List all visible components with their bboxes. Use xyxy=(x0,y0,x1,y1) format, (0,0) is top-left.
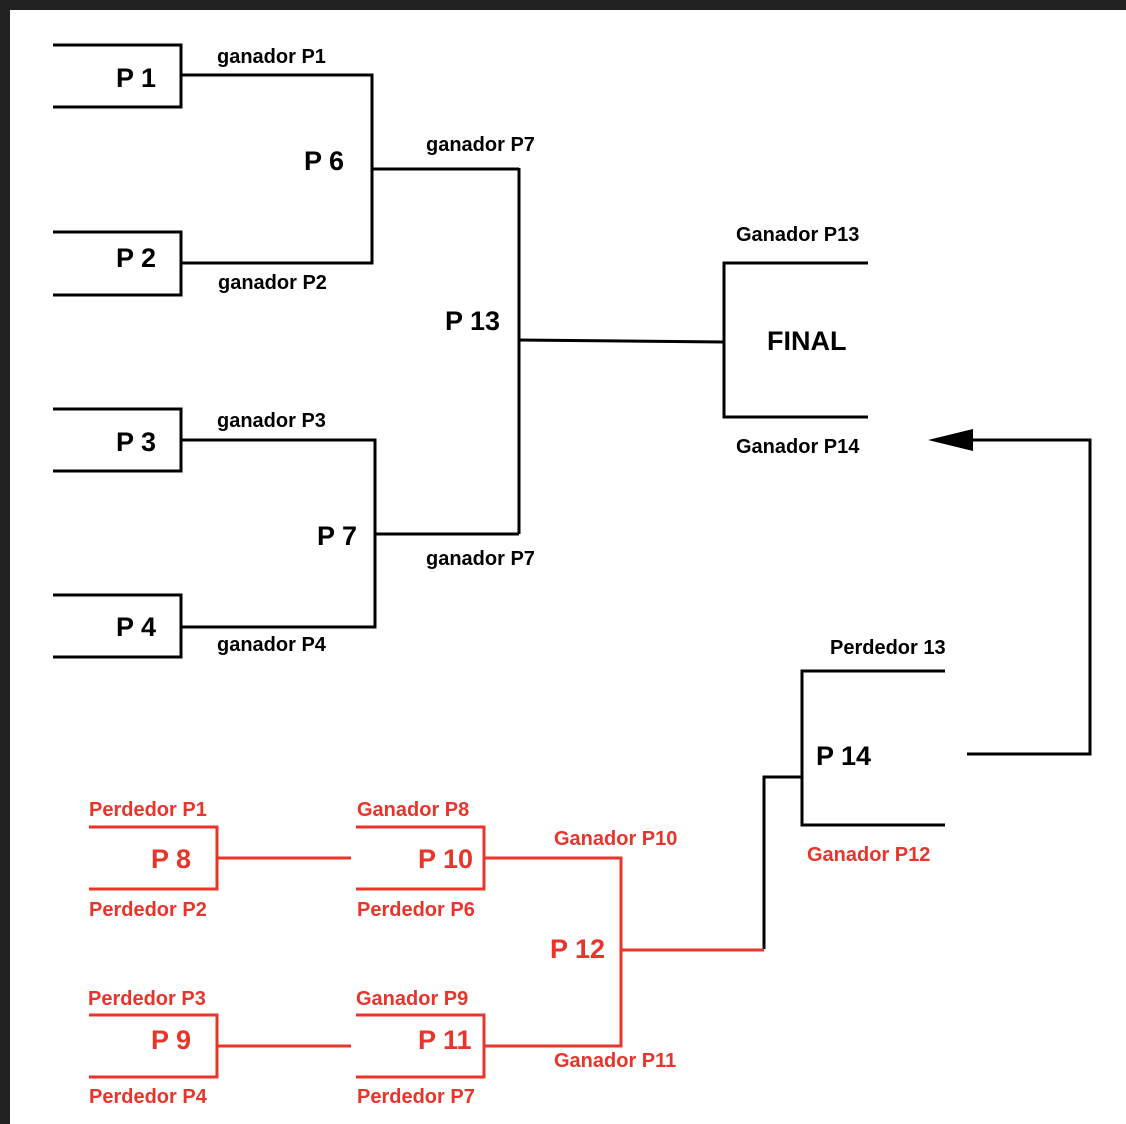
perdedor-p2-label: Perdedor P2 xyxy=(89,899,207,921)
perdedor-p6-label: Perdedor P6 xyxy=(357,899,475,921)
p8-label: P 8 xyxy=(151,844,191,874)
p3-label: P 3 xyxy=(116,427,156,457)
final-top-label: Ganador P13 xyxy=(736,224,859,246)
p13-to-final-line xyxy=(518,338,725,344)
ganador-p9-label: Ganador P9 xyxy=(356,988,468,1010)
p13-label: P 13 xyxy=(445,306,500,336)
perdedor-p7-label: Perdedor P7 xyxy=(357,1086,475,1108)
ganador-p1-label: ganador P1 xyxy=(217,46,326,68)
perdedor-p4-label: Perdedor P4 xyxy=(89,1086,208,1108)
p6-label: P 6 xyxy=(304,146,344,176)
ganador-p7-label: ganador P7 xyxy=(426,548,535,570)
p11-label: P 11 xyxy=(418,1025,472,1055)
perdedor-p1-label: Perdedor P1 xyxy=(89,799,207,821)
final-label: FINAL xyxy=(767,326,846,356)
ganador-p10-label: Ganador P10 xyxy=(554,828,677,850)
tournament-bracket-diagram: P 1 P 2 P 3 P 4 P 6 P 7 P 13 FINAL P 14 … xyxy=(53,43,1092,1108)
p10-label: P 10 xyxy=(418,844,473,874)
p7-label: P 7 xyxy=(317,521,357,551)
bracket-canvas: P 1 P 2 P 3 P 4 P 6 P 7 P 13 FINAL P 14 … xyxy=(10,10,1126,1124)
final-bracket xyxy=(722,261,868,419)
ganador-p4-label: ganador P4 xyxy=(217,634,327,656)
ganador-p2-label: ganador P2 xyxy=(218,272,327,294)
p4-label: P 4 xyxy=(116,612,156,642)
perdedor-p3-label: Perdedor P3 xyxy=(88,988,206,1010)
ganador-p6-label: ganador P7 xyxy=(426,134,535,156)
ganador-p12-label: Ganador P12 xyxy=(807,844,930,866)
p1-label: P 1 xyxy=(116,63,156,93)
p9-label: P 9 xyxy=(151,1025,191,1055)
final-bottom-label: Ganador P14 xyxy=(736,436,860,458)
p14-bracket xyxy=(800,669,945,827)
p2-label: P 2 xyxy=(116,243,156,273)
p14-label: P 14 xyxy=(816,741,871,771)
ganador-p11-label: Ganador P11 xyxy=(554,1050,676,1072)
ganador-p3-label: ganador P3 xyxy=(217,410,326,432)
p14-to-final-arrow-line xyxy=(967,438,1092,756)
p12-label: P 12 xyxy=(550,934,605,964)
p12-to-p14-line xyxy=(762,775,802,949)
p12-connector xyxy=(484,856,623,1048)
arrow-head-icon xyxy=(928,429,973,451)
perdedor-13-label: Perdedor 13 xyxy=(830,637,946,659)
ganador-p8-label: Ganador P8 xyxy=(357,799,469,821)
